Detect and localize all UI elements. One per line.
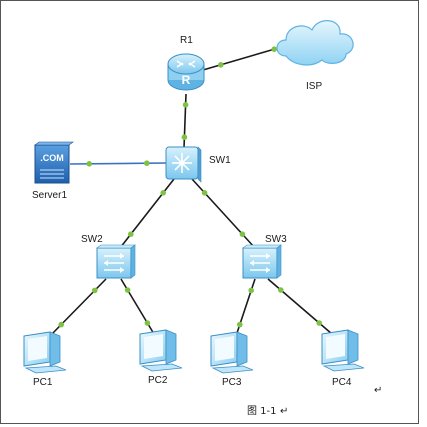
node-label-sw3: SW3	[265, 234, 287, 245]
link-server1-sw1	[69, 160, 167, 167]
link-sw1-sw2	[119, 178, 175, 249]
node-label-r1: R1	[180, 35, 193, 46]
link-line	[69, 162, 167, 165]
node-pc3	[210, 331, 254, 374]
port-indicator-dot	[160, 190, 166, 196]
server-icon: .COM	[34, 141, 74, 184]
port-indicator-dot	[128, 231, 134, 237]
port-indicator-dot	[316, 320, 323, 326]
cloud-icon	[276, 20, 354, 66]
port-indicator-dot	[248, 287, 254, 294]
paragraph-mark: ↵	[374, 385, 382, 396]
link-line	[191, 178, 256, 249]
devices-layer: R .COM	[23, 20, 365, 374]
pc-icon	[23, 331, 67, 374]
node-label-isp: ISP	[306, 81, 322, 92]
pc-icon	[139, 329, 183, 372]
router-icon: R	[167, 53, 205, 91]
link-sw3-pc4	[267, 278, 333, 335]
switch-icon	[96, 244, 136, 279]
port-indicator-dot	[86, 161, 92, 167]
links-layer	[49, 43, 333, 337]
port-indicator-dot	[271, 46, 278, 52]
router-glyph: R	[182, 73, 191, 87]
node-sw2	[96, 244, 136, 279]
port-indicator-dot	[144, 160, 150, 166]
link-sw3-pc3	[235, 278, 256, 337]
port-indicator-dot	[182, 102, 189, 108]
port-indicator-dot	[181, 134, 188, 140]
node-label-server1: Server1	[32, 190, 67, 201]
port-indicator-dot	[124, 287, 131, 293]
port-indicator-dot	[278, 287, 284, 293]
port-indicator-dot	[92, 287, 98, 294]
node-label-sw2: SW2	[81, 234, 103, 245]
node-label-pc3: PC3	[222, 377, 242, 388]
figure-caption: 图 1-1	[247, 405, 277, 417]
link-line	[119, 178, 175, 249]
node-pc1	[23, 331, 67, 374]
port-indicator-dot	[58, 321, 64, 328]
link-line	[235, 278, 256, 337]
link-line	[120, 278, 155, 335]
port-indicator-dot	[239, 231, 246, 237]
node-r1: R	[167, 53, 205, 91]
server-badge-text: .COM	[40, 153, 64, 163]
node-label-sw1: SW1	[209, 155, 231, 166]
node-label-pc2: PC2	[148, 375, 168, 386]
link-sw2-pc2	[120, 278, 155, 335]
link-sw2-pc1	[49, 278, 107, 337]
node-pc4	[321, 329, 365, 372]
node-label-pc1: PC1	[33, 377, 53, 388]
node-label-pc4: PC4	[332, 377, 352, 388]
port-indicator-dot	[218, 62, 224, 68]
node-sw3	[242, 244, 282, 279]
link-line	[49, 278, 107, 337]
figure-border	[0, 0, 419, 424]
link-sw1-sw3	[191, 178, 256, 249]
node-isp	[276, 20, 354, 66]
node-pc2	[139, 329, 183, 372]
port-indicator-dot	[144, 320, 151, 326]
node-server1: .COM	[34, 141, 74, 184]
pc-icon	[321, 329, 365, 372]
node-sw1	[165, 146, 202, 183]
caption-return-mark: ↵	[280, 406, 288, 417]
link-r1-sw1	[181, 93, 189, 149]
link-line	[267, 278, 333, 335]
switch-icon	[242, 244, 282, 279]
core-switch-icon	[165, 146, 202, 183]
pc-icon	[210, 331, 254, 374]
port-indicator-dot	[201, 190, 208, 196]
port-indicator-dot	[237, 321, 243, 328]
